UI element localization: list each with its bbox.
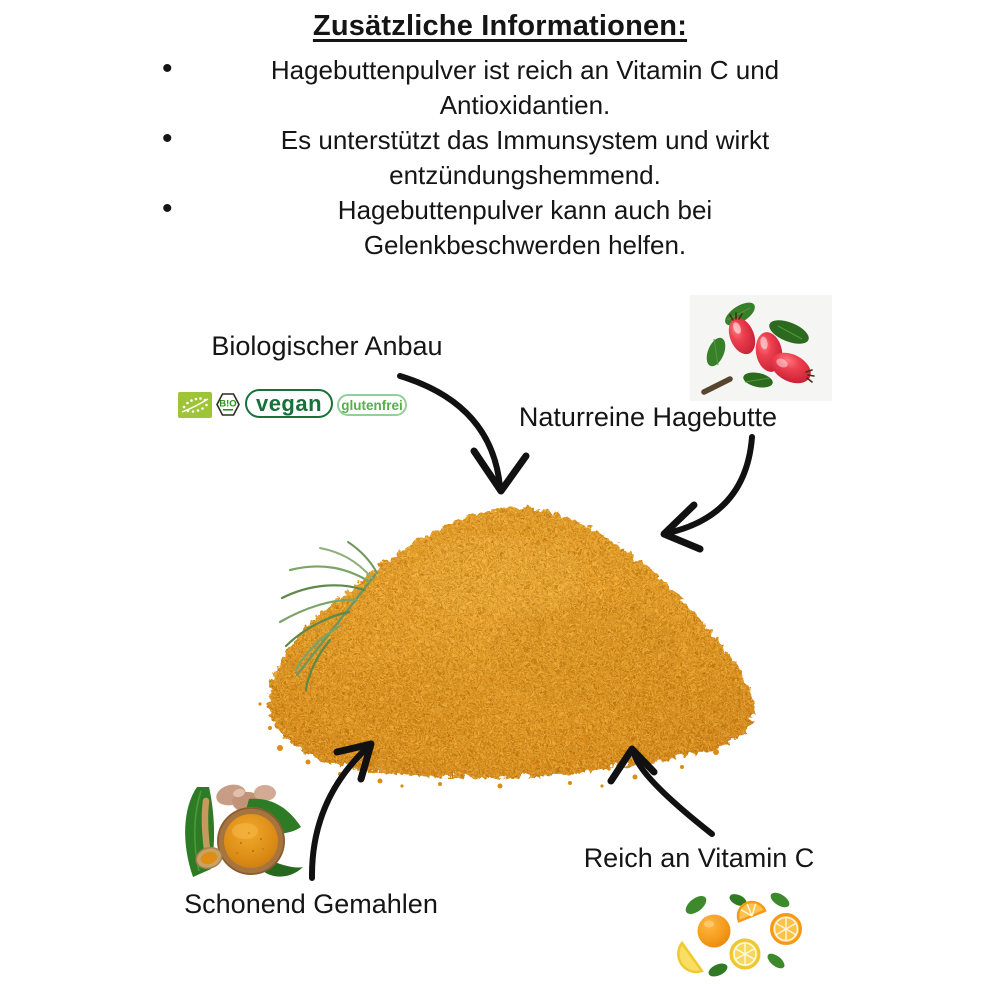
glutenfree-badge: glutenfrei (337, 394, 407, 416)
rich-in-vitamin-c-label: Reich an Vitamin C (583, 843, 815, 873)
organic-farming-label: Biologischer Anbau (211, 331, 443, 361)
lemon-wedge (677, 940, 705, 974)
glutenfree-badge-label: glutenfrei (341, 397, 403, 413)
ground-powder-bowl-photo (185, 784, 303, 877)
bullet-item: • Hagebuttenpulver ist reich an Vitamin … (140, 52, 910, 123)
bullet-text: Es unterstützt das Immunsystem und wirkt… (280, 125, 770, 190)
orange-slice (770, 913, 802, 945)
bullet-icon: • (162, 192, 173, 225)
vegan-badge: vegan (245, 389, 333, 418)
pure-rosehip-label: Naturreine Hagebutte (518, 402, 778, 432)
rosehip-powder-pile-photo (258, 505, 755, 789)
wooden-spoon (195, 797, 223, 870)
orange-half-slice (736, 900, 767, 923)
page-title: Zusätzliche Informationen: (312, 10, 688, 42)
bullet-item: • Hagebuttenpulver kann auch bei Gelenkb… (140, 192, 910, 263)
eu-organic-leaf-icon (178, 392, 212, 418)
arrow-from-organic-icon (397, 373, 530, 495)
lemon-slice (729, 938, 761, 970)
rosehip-photo (690, 295, 832, 401)
bullet-item: • Es unterstützt das Immunsystem und wir… (140, 122, 910, 193)
bio-seal-icon: B!O (216, 393, 240, 416)
bio-seal-text: B!O (219, 399, 236, 410)
citrus-fruits-photo (677, 892, 802, 977)
bullet-icon: • (162, 122, 173, 155)
vegan-badge-label: vegan (255, 390, 323, 416)
dill-sprig (278, 541, 378, 692)
bullet-icon: • (162, 52, 173, 85)
gently-ground-label: Schonend Gemahlen (184, 889, 438, 919)
bullet-text: Hagebuttenpulver kann auch bei Gelenkbes… (337, 195, 713, 260)
bullet-text: Hagebuttenpulver ist reich an Vitamin C … (270, 55, 780, 120)
bullet-list: • Hagebuttenpulver ist reich an Vitamin … (140, 52, 910, 263)
